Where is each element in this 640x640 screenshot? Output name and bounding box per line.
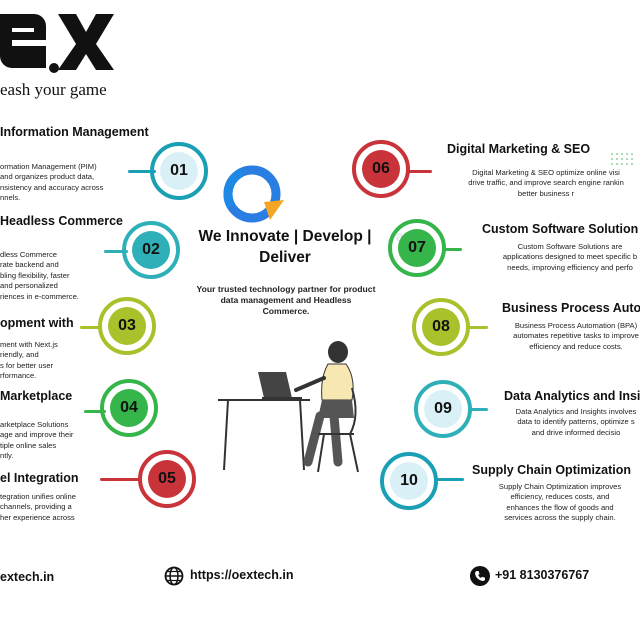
globe-icon: [164, 566, 184, 586]
brand-logo: [0, 14, 114, 73]
number-badge-07: 07: [388, 219, 446, 277]
number-badge-03: 03: [98, 297, 156, 355]
center-title: We Innovate | Develop | Deliver: [198, 228, 372, 266]
number-badge-04: 04: [100, 379, 158, 437]
left-desc-03: ment with Next.js riendly, and s for bet…: [0, 340, 58, 381]
right-heading-07: Custom Software Solution: [482, 222, 639, 236]
right-heading-09: Data Analytics and Insig: [504, 389, 640, 403]
number-badge-01: 01: [150, 142, 208, 200]
left-desc-04: arketplace Solutions age and improve the…: [0, 420, 74, 461]
right-desc-09: Data Analytics and Insights involves dat…: [515, 407, 637, 437]
footer-phone[interactable]: +91 8130376767: [495, 568, 590, 582]
right-heading-08: Business Process Autom: [502, 301, 640, 315]
footer-email[interactable]: extech.in: [0, 570, 55, 584]
connector-04: [84, 410, 106, 413]
left-heading-02: Headless Commerce: [0, 214, 123, 228]
number-badge-02: 02: [122, 221, 180, 279]
tagline: eash your game: [0, 80, 107, 99]
right-desc-10: Supply Chain Optimization improves effic…: [498, 482, 622, 523]
phone-icon: [470, 566, 490, 586]
number-badge-06: 06: [352, 140, 410, 198]
number-badge-05: 05: [138, 450, 196, 508]
right-desc-07: Custom Software Solutions are applicatio…: [502, 242, 638, 272]
connector-09: [468, 408, 488, 411]
woman-laptop-illustration: [218, 341, 359, 473]
number-badge-10: 10: [380, 452, 438, 510]
right-heading-10: Supply Chain Optimization: [472, 463, 632, 477]
left-desc-01: ormation Management (PIM) and organizes …: [0, 162, 104, 203]
left-heading-05: el Integration: [0, 471, 79, 485]
app-logo-icon: [223, 165, 284, 223]
connector-10: [434, 478, 464, 481]
connector-06: [406, 170, 432, 173]
number-badge-09: 09: [414, 380, 472, 438]
center-subtitle: Your trusted technology partner for prod…: [196, 284, 376, 316]
right-desc-08: Business Process Automation (BPA) automa…: [513, 321, 639, 351]
left-heading-04: Marketplace: [0, 389, 73, 403]
connector-05: [100, 478, 140, 481]
left-desc-02: dless Commerce rate backend and bling fl…: [0, 250, 79, 301]
connector-07: [442, 248, 462, 251]
connector-02: [104, 250, 128, 253]
left-desc-05: tegration unifies online channels, provi…: [0, 492, 76, 522]
connector-03: [80, 326, 102, 329]
right-heading-06: Digital Marketing & SEO: [447, 142, 591, 156]
left-heading-01: Information Management: [0, 125, 149, 139]
dot-grid-decoration: [611, 153, 633, 165]
left-heading-03: opment with: [0, 316, 74, 330]
connector-01: [128, 170, 156, 173]
connector-08: [466, 326, 488, 329]
number-badge-08: 08: [412, 298, 470, 356]
right-desc-06: Digital Marketing & SEO optimize online …: [468, 168, 624, 198]
footer-website[interactable]: https://oextech.in: [190, 568, 294, 582]
